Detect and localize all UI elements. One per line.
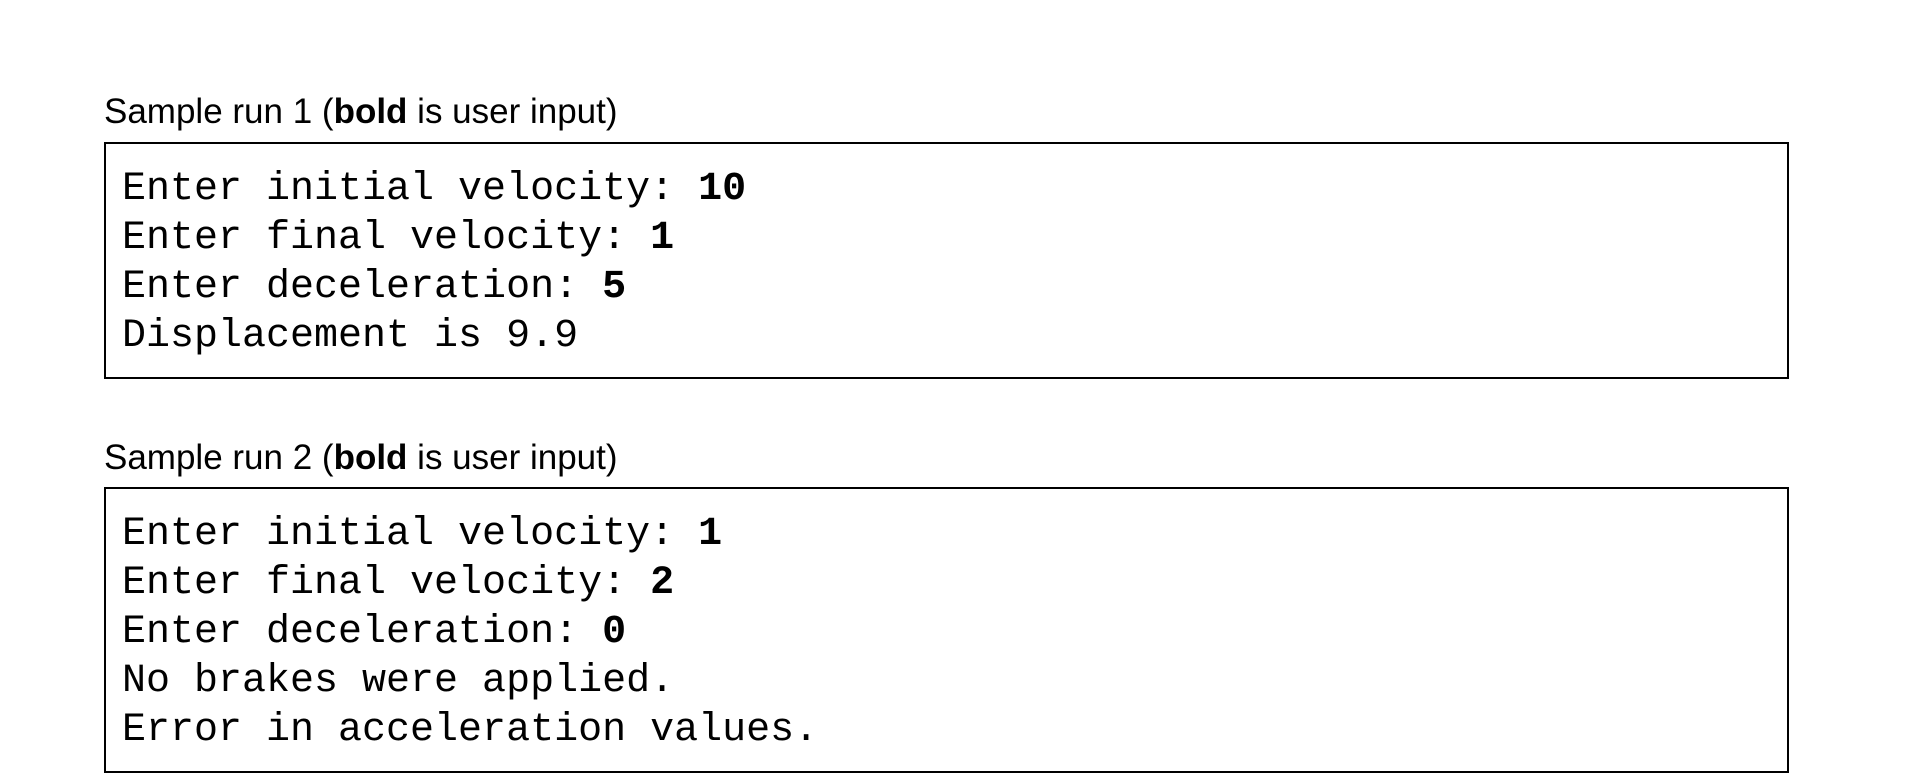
heading-bold-text: bold bbox=[333, 438, 408, 477]
prompt-text: Enter initial velocity: bbox=[122, 512, 699, 557]
console-line: Error in acceleration values. bbox=[122, 706, 1771, 755]
user-input: 0 bbox=[602, 610, 627, 655]
sample-run-1-console: Enter initial velocity: 10 Enter final v… bbox=[104, 142, 1789, 379]
console-line: Enter final velocity: 1 bbox=[122, 214, 1771, 263]
user-input: 5 bbox=[602, 265, 627, 310]
sample-run-1-heading: Sample run 1 (bold is user input) bbox=[104, 92, 618, 132]
heading-text: Sample run 1 ( bbox=[104, 92, 334, 131]
console-line: Enter initial velocity: 10 bbox=[122, 165, 1771, 214]
heading-text: is user input) bbox=[407, 438, 618, 477]
prompt-text: Enter deceleration: bbox=[122, 610, 603, 655]
prompt-text: Enter deceleration: bbox=[122, 265, 603, 310]
user-input: 10 bbox=[698, 167, 747, 212]
user-input: 1 bbox=[650, 216, 675, 261]
console-line: No brakes were applied. bbox=[122, 657, 1771, 706]
console-line: Enter initial velocity: 1 bbox=[122, 510, 1771, 559]
output-text: Error in acceleration values. bbox=[122, 708, 819, 753]
output-text: Displacement is 9.9 bbox=[122, 314, 579, 359]
user-input: 2 bbox=[650, 561, 675, 606]
prompt-text: Enter final velocity: bbox=[122, 216, 651, 261]
user-input: 1 bbox=[698, 512, 723, 557]
console-line: Enter deceleration: 0 bbox=[122, 608, 1771, 657]
heading-text: Sample run 2 ( bbox=[104, 438, 334, 477]
output-text: No brakes were applied. bbox=[122, 659, 675, 704]
console-line: Enter final velocity: 2 bbox=[122, 559, 1771, 608]
console-line: Displacement is 9.9 bbox=[122, 312, 1771, 361]
heading-bold-text: bold bbox=[333, 92, 408, 131]
prompt-text: Enter final velocity: bbox=[122, 561, 651, 606]
heading-text: is user input) bbox=[407, 92, 618, 131]
prompt-text: Enter initial velocity: bbox=[122, 167, 699, 212]
console-line: Enter deceleration: 5 bbox=[122, 263, 1771, 312]
sample-run-2-heading: Sample run 2 (bold is user input) bbox=[104, 438, 618, 478]
sample-run-2-console: Enter initial velocity: 1 Enter final ve… bbox=[104, 487, 1789, 773]
